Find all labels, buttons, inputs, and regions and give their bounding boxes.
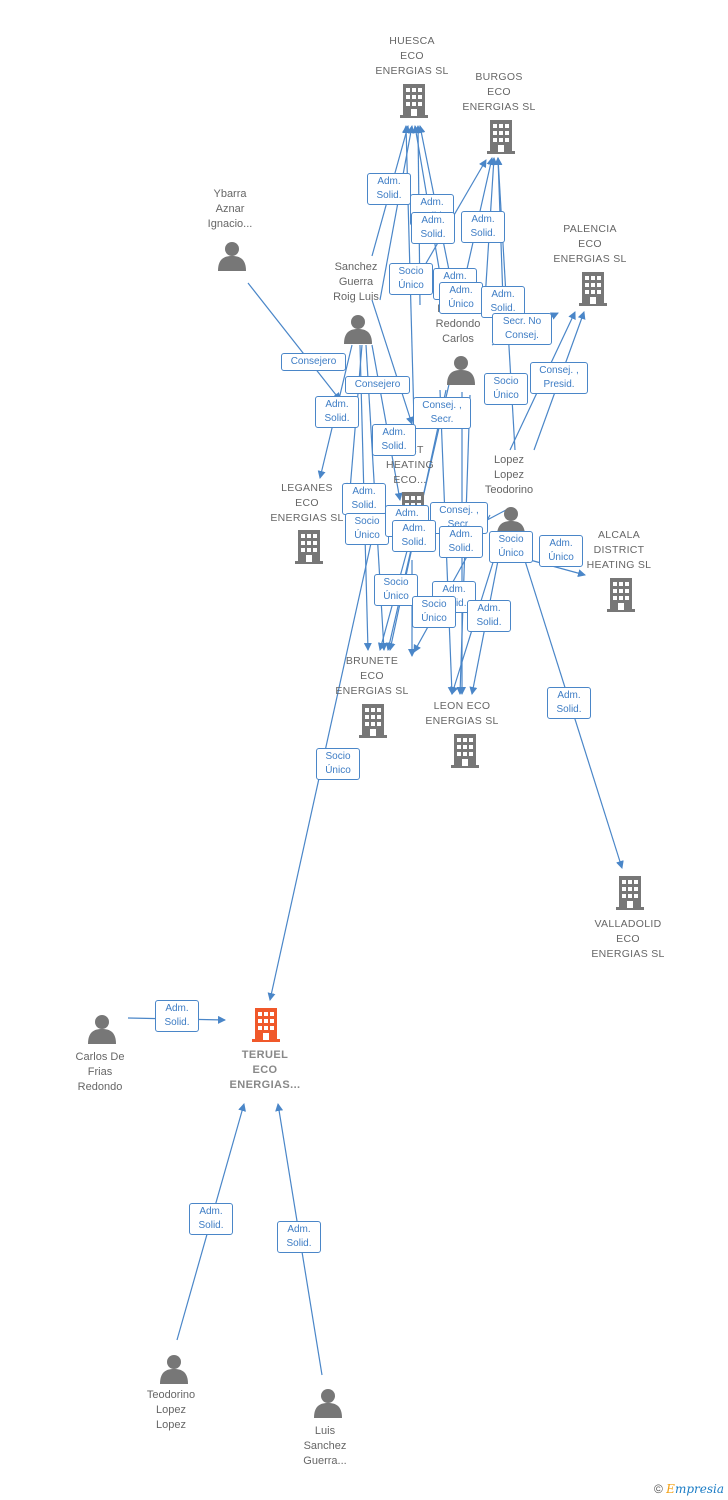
relation-label[interactable]: Adm. Solid. (547, 687, 591, 719)
palencia-building-icon[interactable] (578, 272, 608, 308)
carlos-label[interactable]: Carlos De Frias Redondo (75, 1051, 125, 1093)
relation-label[interactable]: Adm. Solid. (481, 286, 525, 318)
empresia-watermark: © Empresia (654, 1482, 724, 1496)
lopez-label[interactable]: Lopez Lopez Teodorino (484, 454, 534, 496)
relation-label[interactable]: Adm. Único (439, 282, 483, 314)
relation-label[interactable]: Adm. Solid. (155, 1000, 199, 1032)
relation-label[interactable]: Adm. Solid. (411, 212, 455, 244)
relationship-edge (371, 344, 403, 501)
teodorino-person-icon[interactable] (159, 1354, 189, 1386)
carlos-person-icon[interactable] (87, 1014, 117, 1046)
relation-label[interactable]: Adm. Solid. (467, 600, 511, 632)
relation-label[interactable]: Adm. Solid. (392, 520, 436, 552)
relation-label[interactable]: Socio Único (316, 748, 360, 780)
relation-label[interactable]: Adm. Solid. (277, 1221, 321, 1253)
relation-label[interactable]: Socio Único (489, 531, 533, 563)
valladolid-label[interactable]: VALLADOLID ECO ENERGIAS SL (591, 918, 665, 960)
relation-label[interactable]: Adm. Solid. (439, 526, 483, 558)
relation-label[interactable]: Adm. Solid. (315, 396, 359, 428)
relation-label[interactable]: Socio Único (374, 574, 418, 606)
leon-label[interactable]: LEON ECO ENERGIAS SL (425, 700, 499, 727)
relation-label[interactable]: Socio Único (389, 263, 433, 295)
alcala-building-icon[interactable] (606, 578, 636, 614)
brunete-label[interactable]: BRUNETE ECO ENERGIAS SL (335, 655, 409, 697)
relation-label[interactable]: Consejero (345, 376, 410, 394)
relation-label[interactable]: Consej. , Presid. (530, 362, 588, 394)
relation-label[interactable]: Secr. No Consej. (492, 313, 552, 345)
huesca-label[interactable]: HUESCA ECO ENERGIAS SL (375, 35, 449, 77)
leganes-building-icon[interactable] (294, 530, 324, 566)
teruel-building-icon[interactable] (251, 1008, 281, 1044)
alcala-label[interactable]: ALCALA DISTRICT HEATING SL (586, 529, 652, 571)
copyright-symbol: © (653, 1482, 663, 1496)
sanchez-label[interactable]: Sanchez Guerra Roig Luis (333, 261, 379, 303)
burgos-label[interactable]: BURGOS ECO ENERGIAS SL (462, 71, 536, 113)
relation-label[interactable]: Adm. Solid. (372, 424, 416, 456)
burgos-building-icon[interactable] (486, 120, 516, 156)
luis-person-icon[interactable] (313, 1388, 343, 1420)
relationship-edge (371, 299, 414, 425)
huesca-building-icon[interactable] (399, 84, 429, 120)
relation-label[interactable]: Adm. Solid. (461, 211, 505, 243)
ybarra-label[interactable]: Ybarra Aznar Ignacio... (207, 188, 253, 230)
relation-label[interactable]: Socio Único (412, 596, 456, 628)
teodorino-label[interactable]: Teodorino Lopez Lopez (146, 1389, 196, 1431)
relation-label[interactable]: Adm. Solid. (367, 173, 411, 205)
relation-label[interactable]: Socio Único (345, 513, 389, 545)
relationship-edge (424, 159, 487, 266)
relation-label[interactable]: Consejero (281, 353, 346, 371)
leganes-label[interactable]: LEGANES ECO ENERGIAS SL (270, 482, 344, 524)
empresia-logo: Empresia (666, 1482, 724, 1496)
redondo-person-icon[interactable] (446, 355, 476, 387)
relation-label[interactable]: Adm. Solid. (342, 483, 386, 515)
relationship-edge (247, 282, 341, 401)
relation-label[interactable]: Adm. Solid. (189, 1203, 233, 1235)
relation-label[interactable]: Adm. Único (539, 535, 583, 567)
relation-label[interactable]: Consej. , Secr. (413, 397, 471, 429)
sanchez-person-icon[interactable] (343, 314, 373, 346)
palencia-label[interactable]: PALENCIA ECO ENERGIAS SL (553, 223, 627, 265)
valladolid-building-icon[interactable] (615, 876, 645, 912)
ybarra-person-icon[interactable] (217, 241, 247, 273)
brunete-building-icon[interactable] (358, 704, 388, 740)
teruel-label[interactable]: TERUEL ECO ENERGIAS... (229, 1049, 301, 1091)
luis-label[interactable]: Luis Sanchez Guerra... (303, 1425, 347, 1467)
leon-building-icon[interactable] (450, 734, 480, 770)
relation-label[interactable]: Socio Único (484, 373, 528, 405)
